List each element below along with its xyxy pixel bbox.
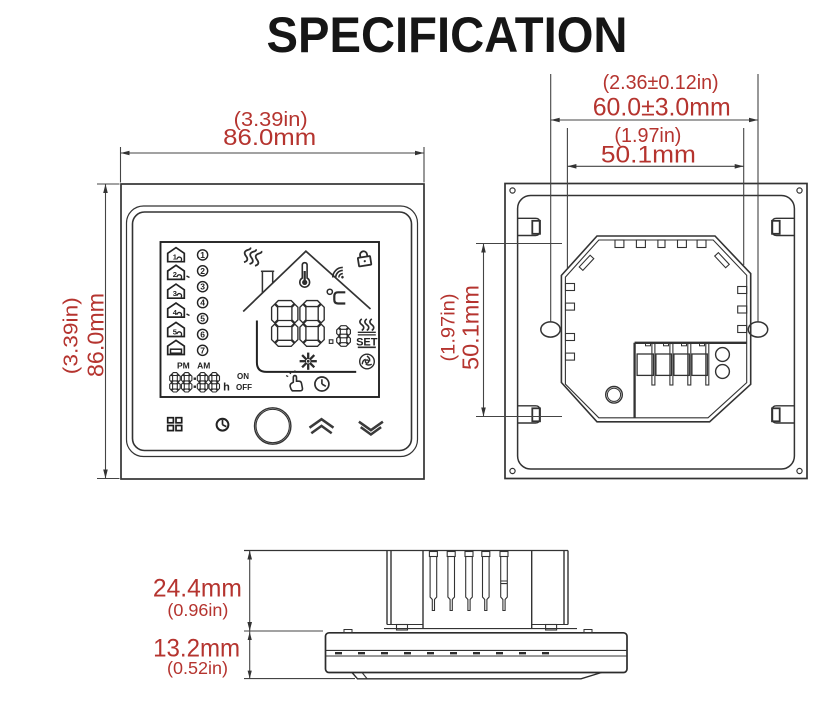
svg-text:86.0mm: 86.0mm — [223, 124, 316, 150]
svg-text:4: 4 — [173, 308, 178, 317]
svg-text:60.0±3.0mm: 60.0±3.0mm — [593, 94, 731, 122]
svg-text:(1.97in): (1.97in) — [614, 125, 681, 147]
svg-text:(0.96in): (0.96in) — [167, 600, 228, 620]
svg-text:50.1mm: 50.1mm — [458, 285, 484, 370]
svg-text:7: 7 — [200, 345, 205, 355]
svg-text:5: 5 — [200, 314, 205, 324]
svg-text:OFF: OFF — [236, 383, 252, 392]
svg-text:(1.97in): (1.97in) — [439, 294, 460, 362]
svg-text:2: 2 — [200, 266, 205, 276]
svg-text:(3.39in): (3.39in) — [61, 297, 83, 374]
svg-text:ON: ON — [237, 372, 249, 381]
svg-text:13.2mm: 13.2mm — [153, 635, 240, 663]
svg-text:50.1mm: 50.1mm — [601, 141, 696, 168]
svg-text:24.4mm: 24.4mm — [153, 575, 242, 603]
svg-text:SET: SET — [356, 337, 378, 349]
svg-text:h: h — [223, 382, 230, 394]
svg-text:3: 3 — [173, 289, 177, 298]
svg-text:4: 4 — [200, 298, 205, 308]
svg-text:1: 1 — [200, 250, 205, 260]
svg-text:(0.52in): (0.52in) — [167, 658, 228, 678]
svg-text:2: 2 — [173, 270, 177, 279]
svg-text:PM: PM — [177, 361, 190, 371]
svg-text:(2.36±0.12in): (2.36±0.12in) — [603, 72, 719, 94]
svg-text:86.0mm: 86.0mm — [83, 293, 109, 377]
svg-text:3: 3 — [200, 282, 205, 292]
svg-text:(3.39in): (3.39in) — [234, 108, 308, 131]
svg-text:5: 5 — [173, 327, 177, 336]
svg-text:6: 6 — [200, 329, 205, 339]
svg-text:1: 1 — [173, 253, 177, 262]
svg-text:AM: AM — [197, 361, 210, 371]
svg-text:SPECIFICATION: SPECIFICATION — [267, 7, 628, 63]
